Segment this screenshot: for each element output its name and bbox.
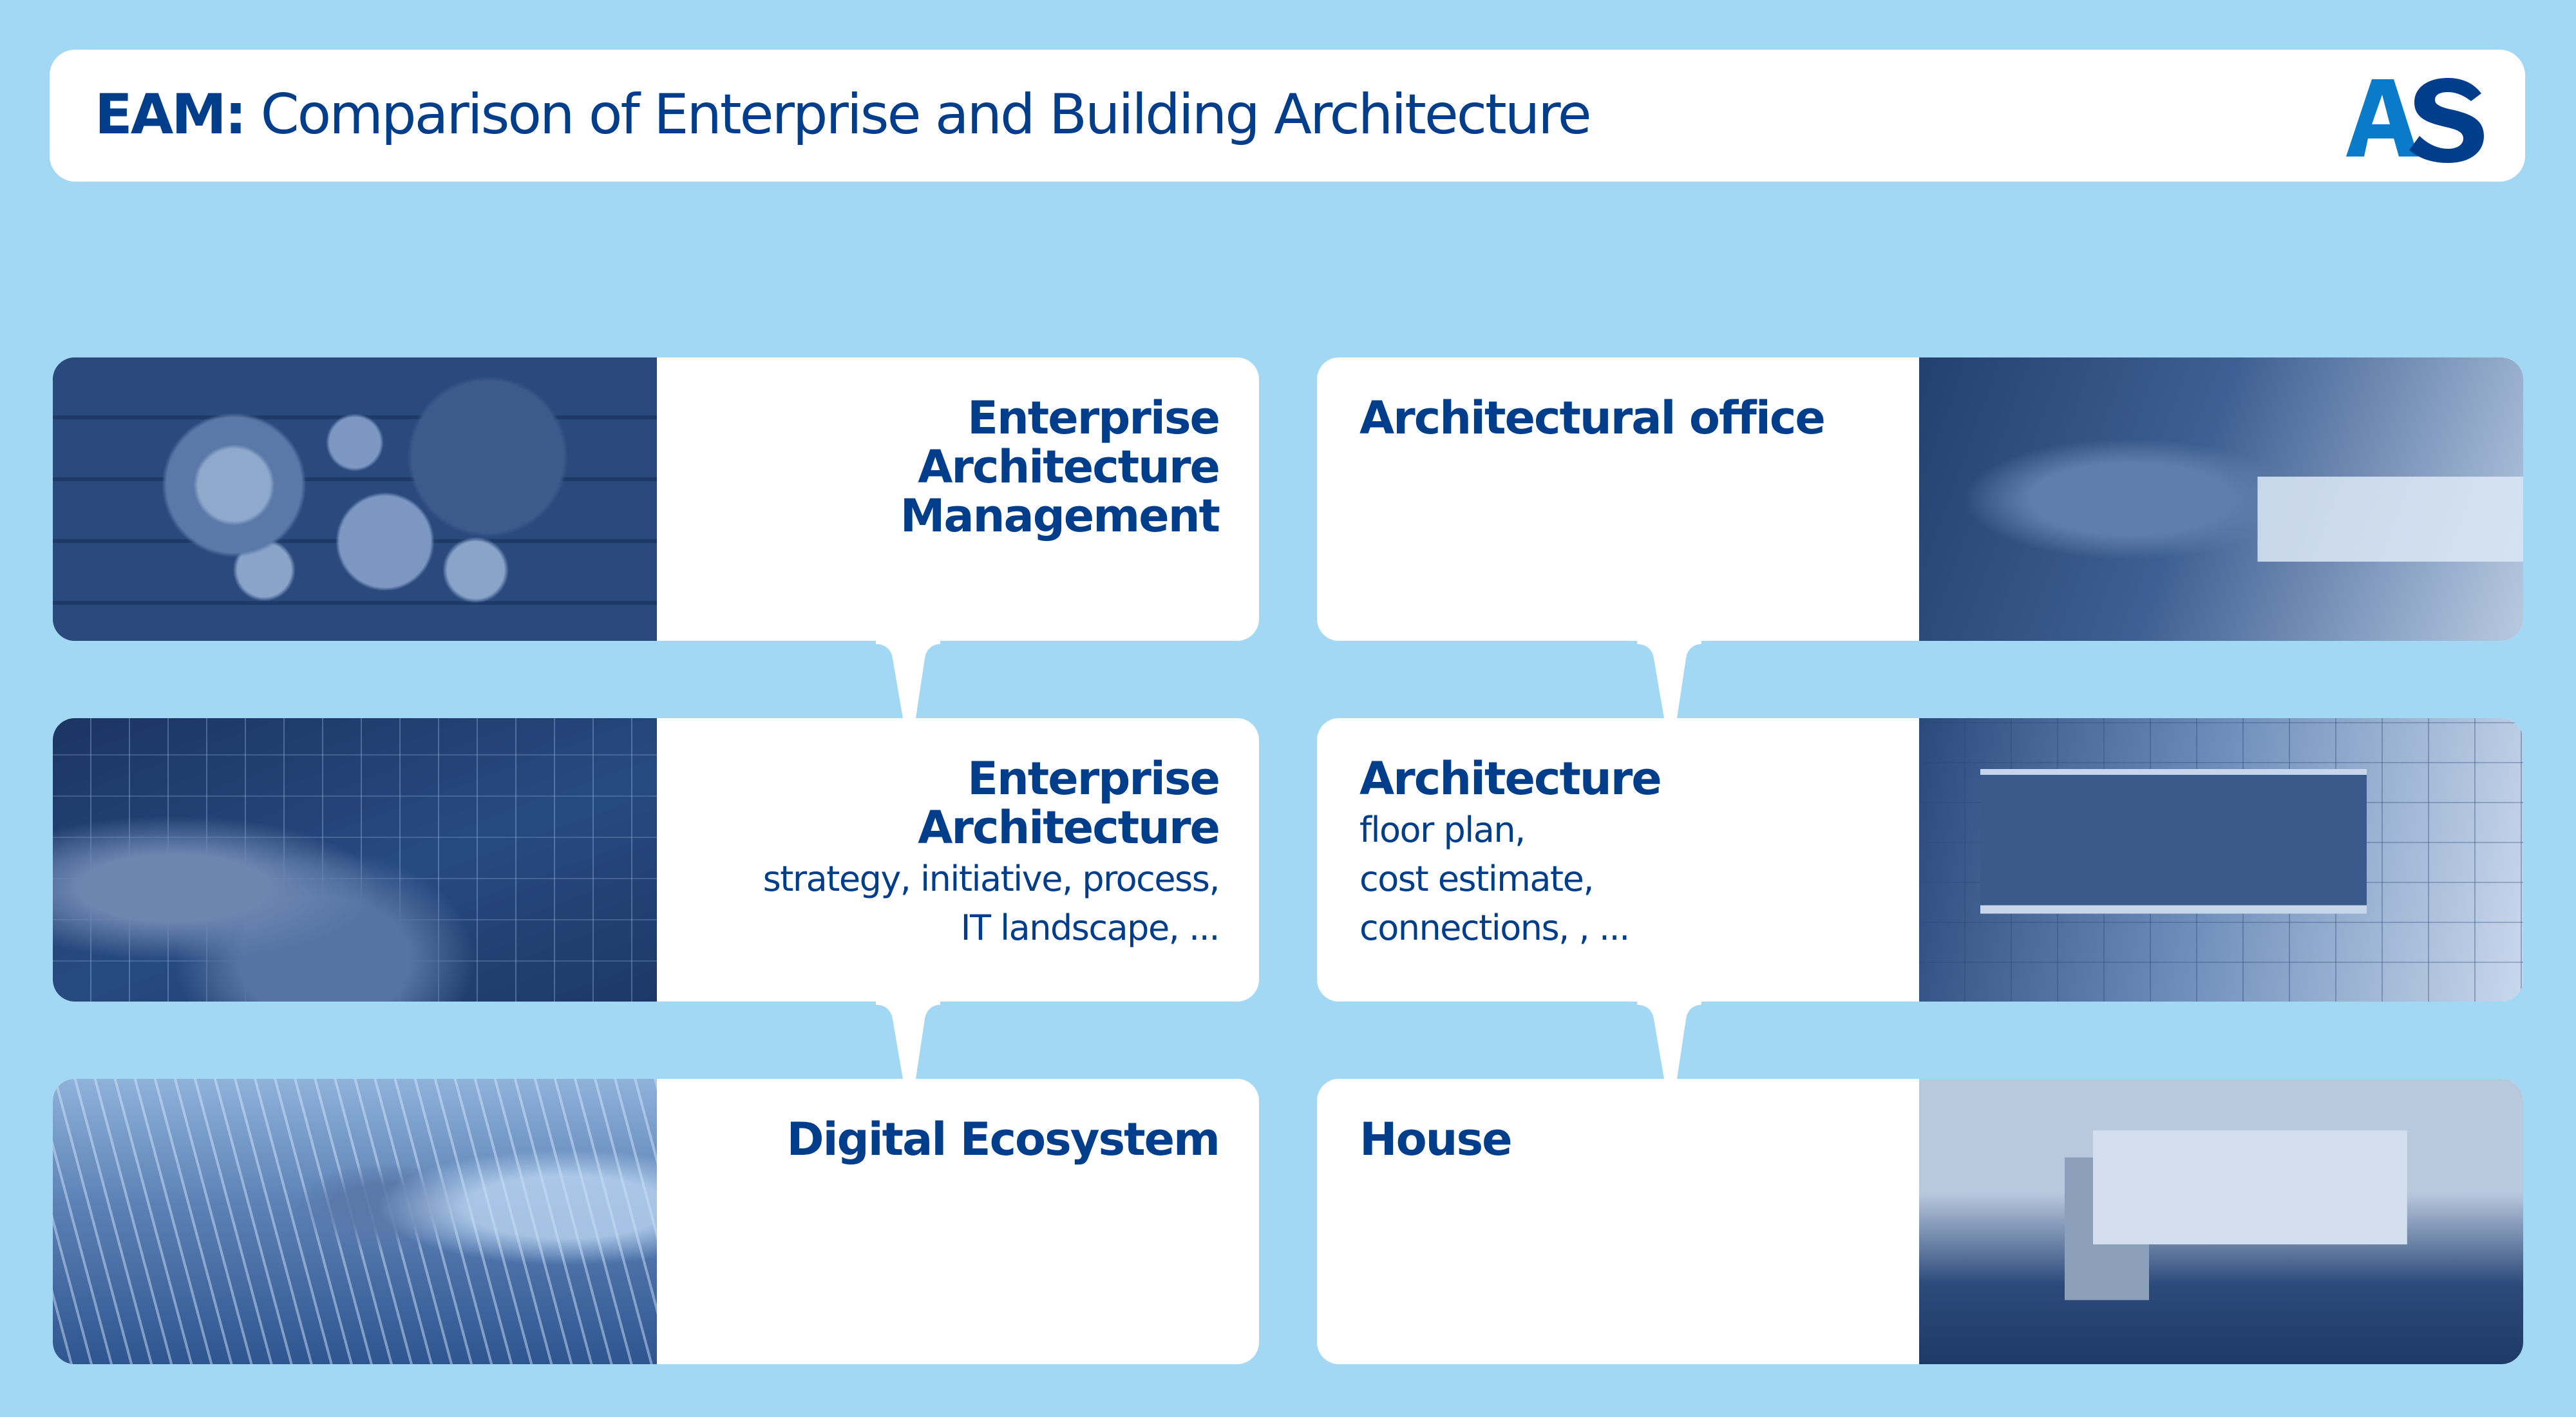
- page-title-prefix: EAM:: [95, 82, 247, 147]
- card-enterprise-architecture: Enterprise Architecture strategy, initia…: [53, 718, 1259, 1002]
- card-text: Digital Ecosystem: [657, 1079, 1259, 1364]
- card-text: Architecture floor plan, cost estimate, …: [1317, 718, 1919, 1002]
- card-title: House: [1359, 1113, 1513, 1166]
- card-title: Digital Ecosystem: [786, 1113, 1220, 1166]
- digital-factory-twin-image: [53, 1079, 657, 1364]
- card-subtitle: strategy, initiative, process, IT landsc…: [762, 859, 1220, 948]
- card-house: House: [1317, 1079, 2523, 1364]
- blueprint-room-model-image: [1919, 718, 2523, 1002]
- header-bar: EAM: Comparison of Enterprise and Buildi…: [50, 50, 2525, 182]
- as-logo-icon: [2346, 78, 2484, 163]
- architect-model-house-image: [1919, 357, 2523, 641]
- card-title: Enterprise Architecture Management: [900, 392, 1220, 542]
- card-text: House: [1317, 1079, 1919, 1364]
- page-title: EAM: Comparison of Enterprise and Buildi…: [95, 79, 1592, 150]
- gears-teamwork-image: [53, 357, 657, 641]
- card-architecture: Architecture floor plan, cost estimate, …: [1317, 718, 2523, 1002]
- card-title: Architecture: [1359, 752, 1662, 805]
- card-enterprise-architecture-management: Enterprise Architecture Management: [53, 357, 1259, 641]
- card-architectural-office: Architectural office: [1317, 357, 2523, 641]
- card-digital-ecosystem: Digital Ecosystem: [53, 1079, 1259, 1364]
- modern-house-image: [1919, 1079, 2523, 1364]
- card-subtitle: floor plan, cost estimate, connections, …: [1359, 810, 1630, 948]
- card-text: Enterprise Architecture Management: [657, 357, 1259, 641]
- connector-left-2: [876, 998, 940, 1079]
- laptop-digital-network-image: [53, 718, 657, 1002]
- card-title: Architectural office: [1359, 392, 1826, 444]
- connector-right-1: [1637, 638, 1701, 718]
- card-text: Architectural office: [1317, 357, 1919, 641]
- connector-right-2: [1637, 998, 1701, 1079]
- page-title-text: Comparison of Enterprise and Building Ar…: [245, 82, 1592, 147]
- card-title: Enterprise Architecture: [918, 752, 1220, 854]
- card-text: Enterprise Architecture strategy, initia…: [657, 718, 1259, 1002]
- connector-left-1: [876, 638, 940, 718]
